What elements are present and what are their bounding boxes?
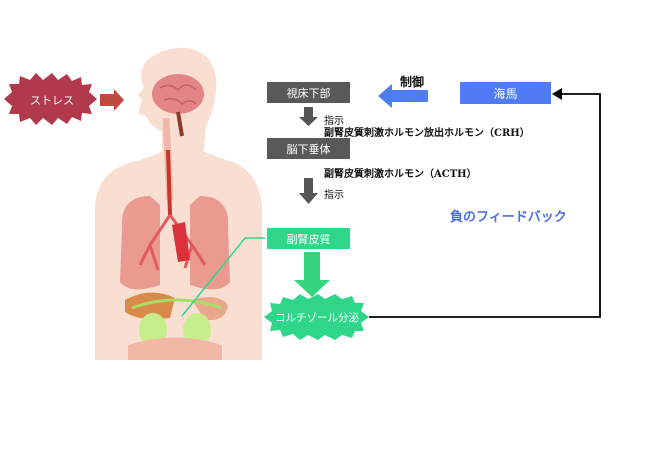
heart-icon <box>172 222 190 262</box>
cortisol-starburst <box>264 294 369 340</box>
left-lung-icon <box>120 196 160 290</box>
brain-icon <box>152 74 204 114</box>
hypothalamus-box: 視床下部 <box>267 82 350 103</box>
human-body-illustration <box>95 47 262 360</box>
green-down-arrow-icon <box>294 252 330 297</box>
hippocampus-box: 海馬 <box>460 82 551 104</box>
stress-label: ストレス <box>30 94 74 107</box>
acth-label: 副腎皮質刺激ホルモン（ACTH） <box>324 169 477 180</box>
intestines-icon <box>128 337 222 360</box>
adrenal-cortex-box: 副腎皮質 <box>267 228 350 249</box>
down-arrow-1-icon <box>299 107 318 126</box>
pituitary-box: 脳下垂体 <box>267 138 350 159</box>
feedback-arrowhead-icon <box>552 88 562 100</box>
cortisol-label: コルチゾール分泌 <box>275 312 359 324</box>
adrenal-pointer-line <box>181 237 265 317</box>
control-label: 制御 <box>400 75 425 89</box>
stress-arrow-icon <box>100 89 124 111</box>
brainstem-icon <box>176 111 184 137</box>
control-arrow-icon <box>378 84 428 108</box>
negative-feedback-label: 負のフィードバック <box>450 210 567 225</box>
crh-label: 副腎皮質刺激ホルモン放出ホルモン（CRH） <box>324 128 530 139</box>
instruction-label-1: 指示 <box>324 116 344 127</box>
down-arrow-2-icon <box>299 178 318 204</box>
liver-icon <box>125 292 175 320</box>
feedback-line <box>369 93 601 318</box>
stress-starburst <box>4 73 97 125</box>
right-lung-icon <box>190 196 230 290</box>
trachea-icon <box>166 149 172 216</box>
instruction-label-2: 指示 <box>324 190 344 201</box>
